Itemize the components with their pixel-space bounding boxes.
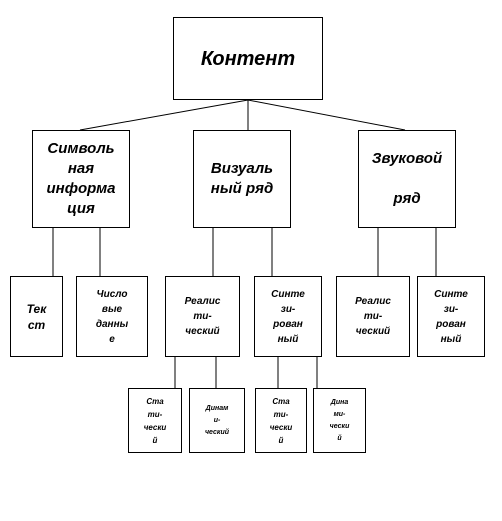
connector-root-to-symbolic <box>79 99 249 131</box>
node-content: Контент <box>173 17 323 100</box>
node-visual-realistic: Реалис ти- ческий <box>165 276 240 357</box>
node-sound-row: Звуковой ряд <box>358 130 456 228</box>
node-visual-synthesized: Синте зи- рован ный <box>254 276 322 357</box>
node-symbolic-information: Символь ная информа ция <box>32 130 130 228</box>
node-realistic-dynamic: Динам и- ческий <box>189 388 245 453</box>
node-sound-synthesized: Синте зи- рован ный <box>417 276 485 357</box>
node-realistic-static: Ста ти- чески й <box>128 388 182 453</box>
node-numeric-data: Число вые данны е <box>76 276 148 357</box>
node-synthesized-static: Ста ти- чески й <box>255 388 307 453</box>
node-synthesized-dynamic: Дина ми- чески й <box>313 388 366 453</box>
node-visual-row: Визуаль ный ряд <box>193 130 291 228</box>
connector-root-to-sound <box>247 99 406 131</box>
node-text: Тек ст <box>10 276 63 357</box>
node-sound-realistic: Реалис ти- ческий <box>336 276 410 357</box>
